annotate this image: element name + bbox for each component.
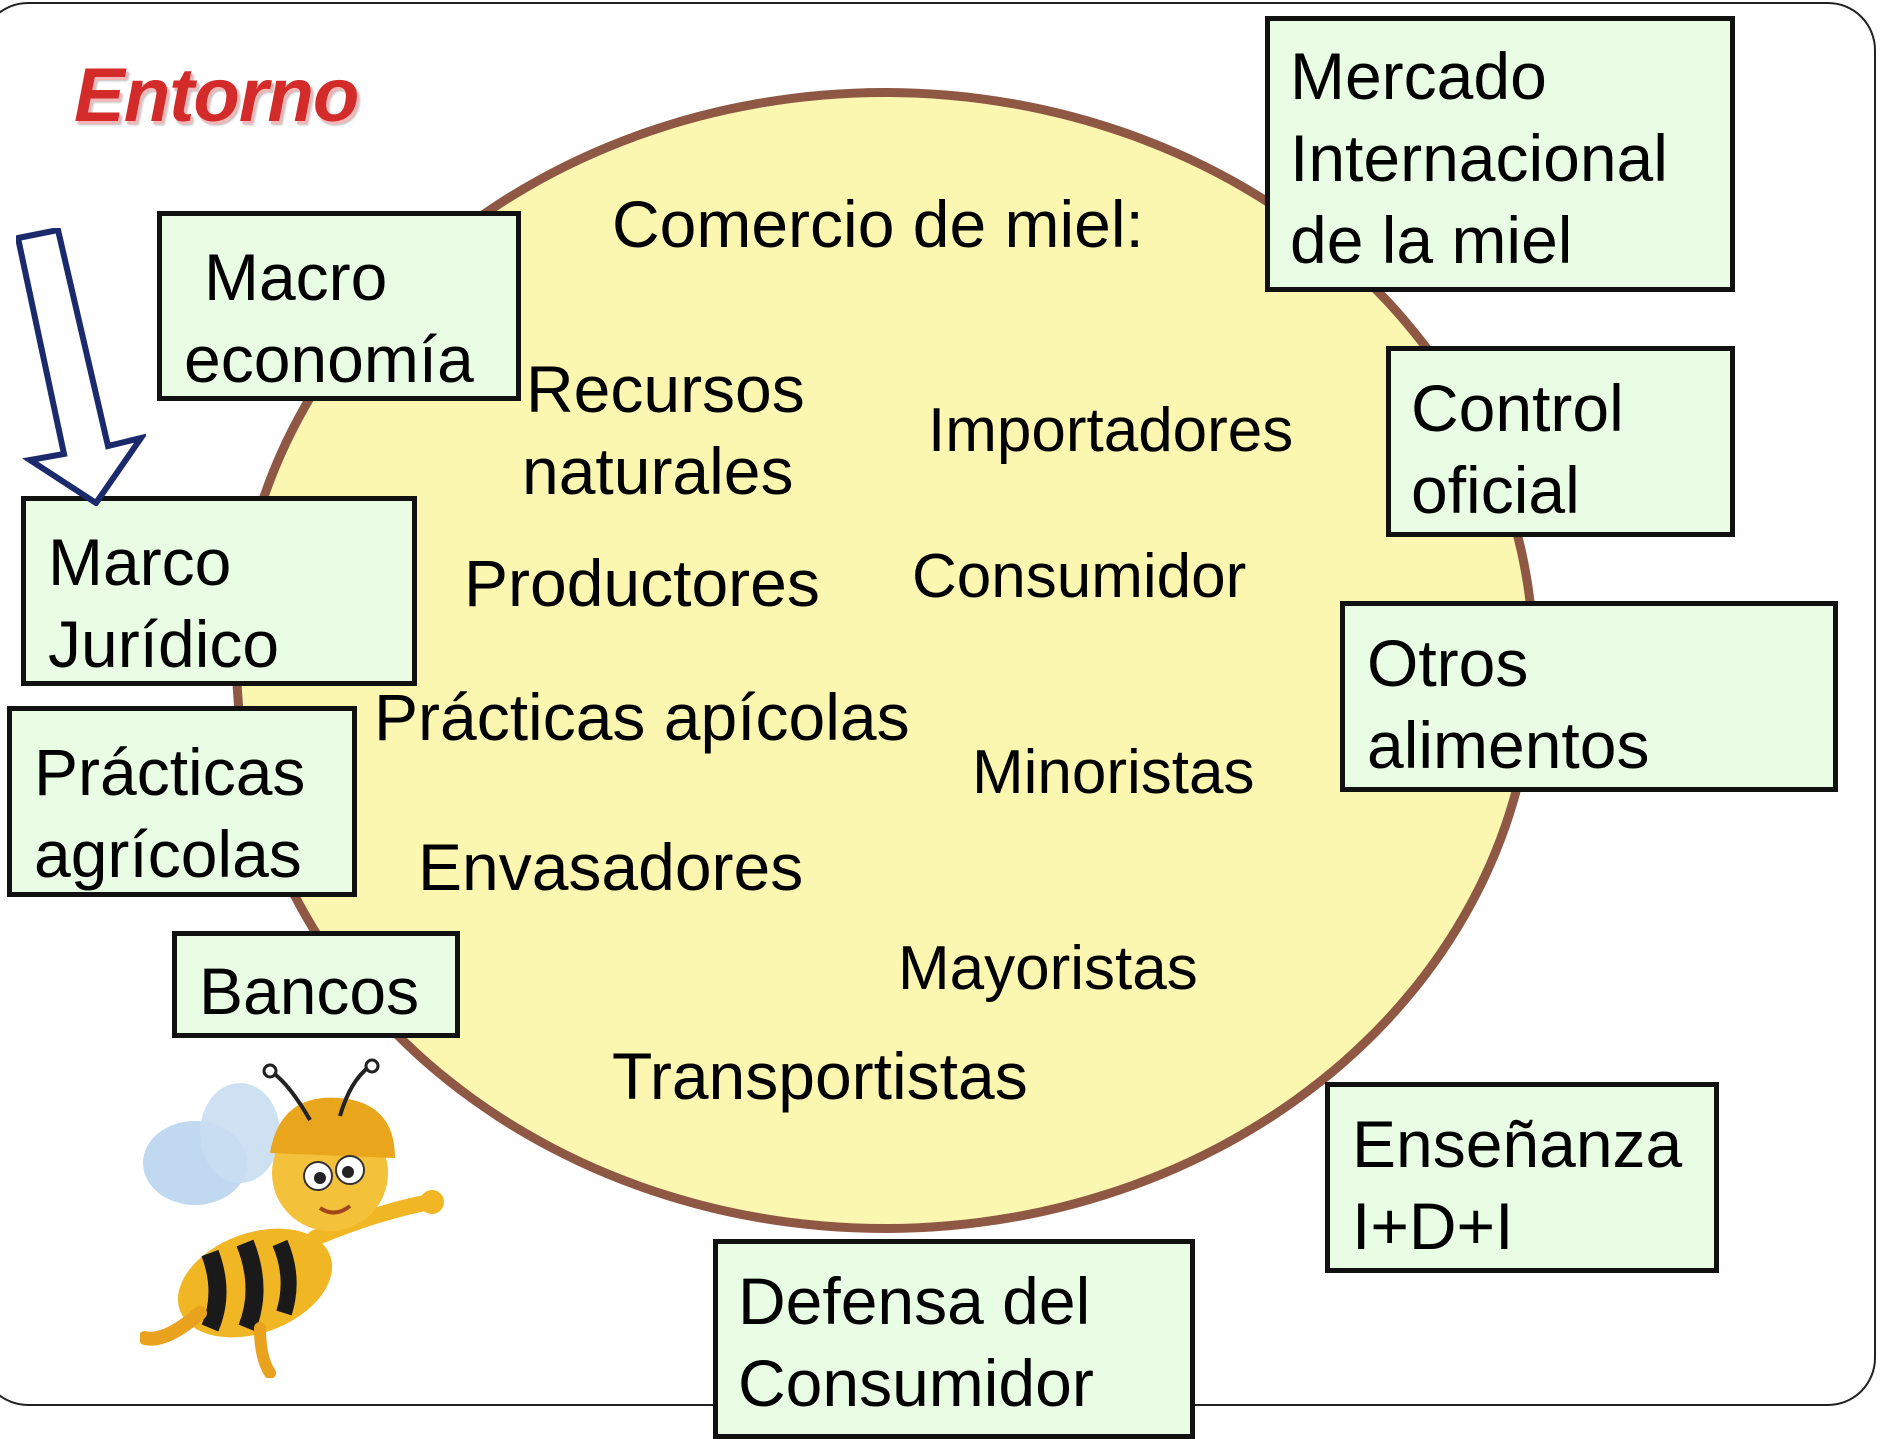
actor-recursos-naturales-line1: Recursos bbox=[526, 352, 805, 426]
box-practicas-agricolas: Prácticas agrícolas bbox=[7, 706, 357, 897]
slide-title: Entorno bbox=[74, 53, 359, 138]
box-label-line: Prácticas bbox=[34, 735, 306, 809]
actor-mayoristas: Mayoristas bbox=[898, 934, 1198, 1003]
box-label-line: Marco bbox=[48, 525, 232, 599]
box-bancos: Bancos bbox=[172, 931, 460, 1038]
box-label-line: Internacional bbox=[1290, 121, 1668, 195]
box-defensa-consumidor: Defensa del Consumidor bbox=[713, 1239, 1195, 1439]
box-label-line: Mercado bbox=[1290, 39, 1547, 113]
actor-productores: Productores bbox=[464, 546, 820, 620]
box-label-line: Control bbox=[1411, 371, 1624, 445]
actor-minoristas: Minoristas bbox=[972, 738, 1255, 807]
actor-consumidor: Consumidor bbox=[912, 542, 1247, 611]
box-label-line: Jurídico bbox=[48, 607, 280, 681]
box-label-line: alimentos bbox=[1367, 708, 1650, 782]
box-label-line: oficial bbox=[1411, 453, 1580, 527]
box-label-line: de la miel bbox=[1290, 203, 1573, 277]
actor-envasadores: Envasadores bbox=[418, 830, 804, 904]
box-label-line: Otros bbox=[1367, 626, 1529, 700]
down-arrow-outline-icon bbox=[16, 228, 146, 506]
box-label-line: Enseñanza bbox=[1352, 1107, 1683, 1181]
box-label-line: I+D+I bbox=[1352, 1189, 1514, 1263]
box-label-line: Defensa del bbox=[738, 1264, 1091, 1338]
box-macro-economia: Macro economía bbox=[157, 211, 521, 401]
box-mercado-internacional: Mercado Internacional de la miel bbox=[1265, 16, 1735, 292]
bee-cartoon-icon bbox=[140, 1058, 444, 1378]
box-label-line: Consumidor bbox=[738, 1346, 1094, 1420]
actor-transportistas: Transportistas bbox=[612, 1039, 1028, 1113]
box-label-line: economía bbox=[184, 322, 474, 396]
box-ensenanza: Enseñanza I+D+I bbox=[1325, 1082, 1719, 1273]
actor-importadores: Importadores bbox=[928, 396, 1294, 465]
box-otros-alimentos: Otros alimentos bbox=[1340, 601, 1838, 792]
box-marco-juridico: Marco Jurídico bbox=[21, 496, 417, 686]
box-label-line: Bancos bbox=[199, 954, 420, 1028]
box-label-line: Macro bbox=[204, 240, 388, 314]
box-label-line: agrícolas bbox=[34, 817, 302, 891]
box-control-oficial: Control oficial bbox=[1386, 346, 1735, 537]
actor-recursos-naturales-line2: naturales bbox=[522, 434, 794, 508]
center-heading: Comercio de miel: bbox=[612, 187, 1144, 261]
actor-practicas-apicolas: Prácticas apícolas bbox=[374, 680, 910, 754]
